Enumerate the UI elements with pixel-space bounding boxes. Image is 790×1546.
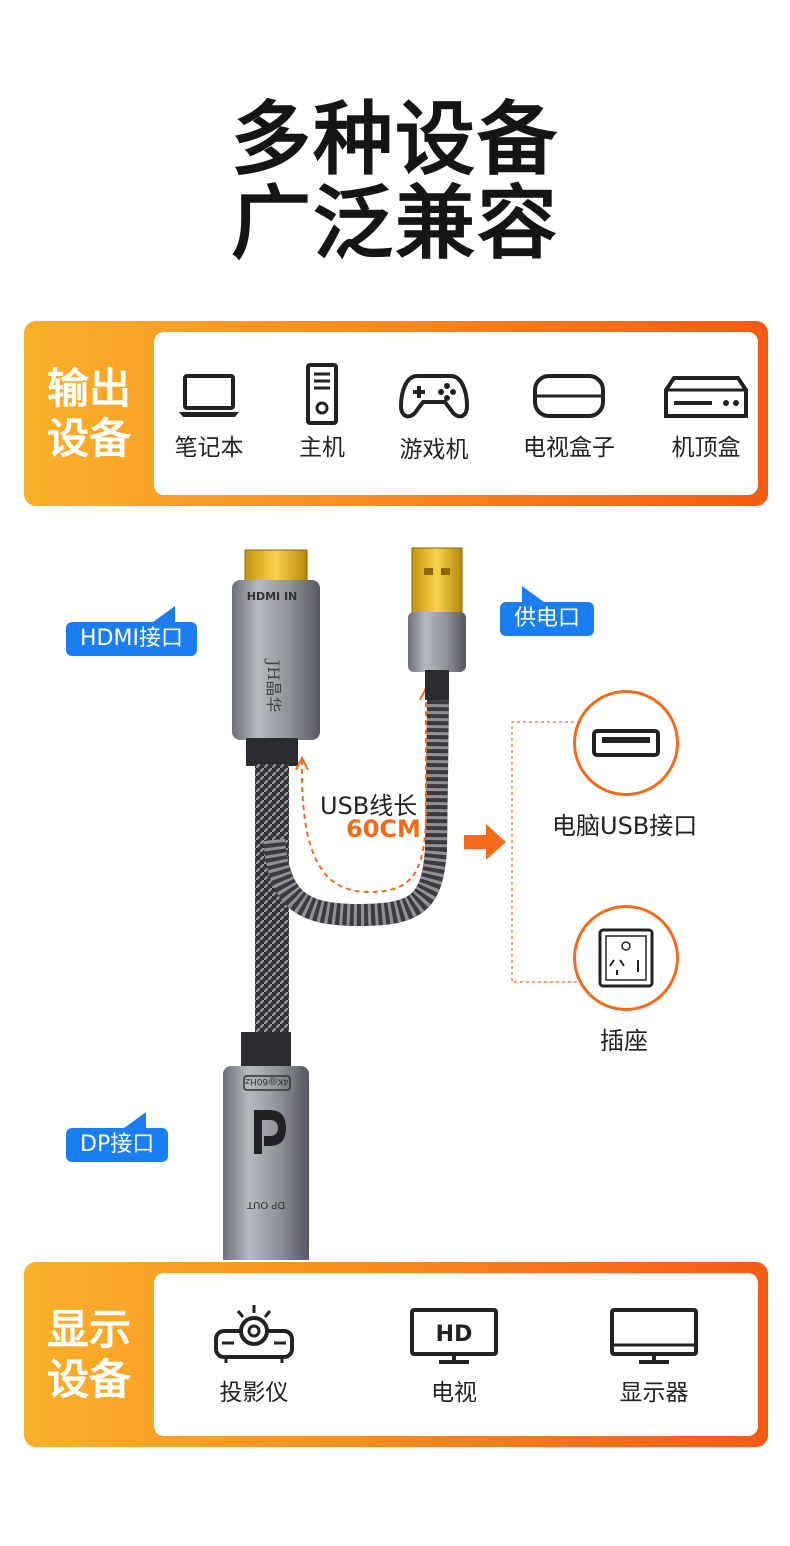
wall-socket-circle [573,905,679,1011]
usb-length-marker [300,690,427,894]
output-devices-list: 笔记本 主机 游戏机 [154,332,758,495]
device-game-console: 游戏机 [386,370,482,464]
display-label-line1: 显示 [46,1304,131,1354]
headline-line2: 广泛兼容 [231,177,559,270]
set-top-box-icon [664,376,748,418]
desktop-tower-icon [306,363,338,425]
device-tv: HD 电视 [404,1307,504,1407]
usb-connector-housing [408,612,466,672]
hdmi-port-tag: HDMI接口 [66,606,197,656]
output-devices-panel: 输出 设备 笔记本 主机 [24,321,768,506]
device-desktop: 主机 [282,362,362,462]
display-label-line2: 设备 [46,1354,131,1404]
projector-icon [214,1305,294,1363]
dp-out-text: DP OUT [246,1199,285,1210]
device-label: 主机 [299,435,345,461]
display-devices-list: 投影仪 HD 电视 显示器 [154,1273,758,1436]
display-devices-label: 显示 设备 [24,1262,154,1447]
device-monitor: 显示器 [604,1307,704,1407]
wall-socket-label: 插座 [600,1027,648,1055]
dp-spec-text: 4K@60Hz [245,1076,289,1086]
tv-box-icon [533,374,605,418]
hdmi-connector-housing [232,580,320,740]
usb-length-value: 60CM [346,815,421,843]
device-label: 投影仪 [219,1380,289,1406]
power-port-tag: 供电口 [500,586,595,636]
hd-tv-icon: HD [410,1308,498,1364]
device-label: 电视盒子 [523,435,615,461]
usb-port-circle [573,690,679,796]
hdmi-plug-text: HDMI IN [247,590,298,603]
laptop-icon [179,374,239,417]
dp-port-tag: DP接口 [66,1112,169,1162]
wall-socket-icon [598,928,654,988]
device-label: 电视 [431,1380,477,1406]
device-label: 游戏机 [399,437,469,463]
device-label: 笔记本 [174,435,244,461]
usb-length-label: USB线长 [320,792,418,820]
output-label-line2: 设备 [46,413,131,463]
monitor-icon [610,1308,698,1364]
dp-connector-housing [223,1066,309,1260]
adapter-cable-illustration: HDMI IN JH晶华 4K@60Hz DP OUT [223,547,580,1260]
device-projector: 投影仪 [204,1303,304,1407]
displayport-logo-icon [254,1110,286,1154]
power-source-bracket [511,721,580,983]
brand-text: JH晶华 [264,658,283,712]
headline-line1: 多种设备 [231,93,559,186]
device-set-top-box: 机顶盒 [656,374,756,462]
device-label: 显示器 [619,1380,689,1406]
usb-port-icon [592,729,660,757]
usb-port-label: 电脑USB接口 [552,812,698,840]
arrow-right-icon [464,824,506,860]
device-tv-box: 电视盒子 [509,372,629,462]
gamepad-icon [399,374,469,419]
output-devices-label: 输出 设备 [24,321,154,506]
device-laptop: 笔记本 [164,372,254,462]
output-label-line1: 输出 [46,363,131,413]
hd-tv-icon-text: HD [436,1322,473,1347]
usb-gold-tip [411,547,463,617]
display-devices-panel: 显示 设备 投影仪 HD [24,1262,768,1447]
device-label: 机顶盒 [671,435,741,461]
